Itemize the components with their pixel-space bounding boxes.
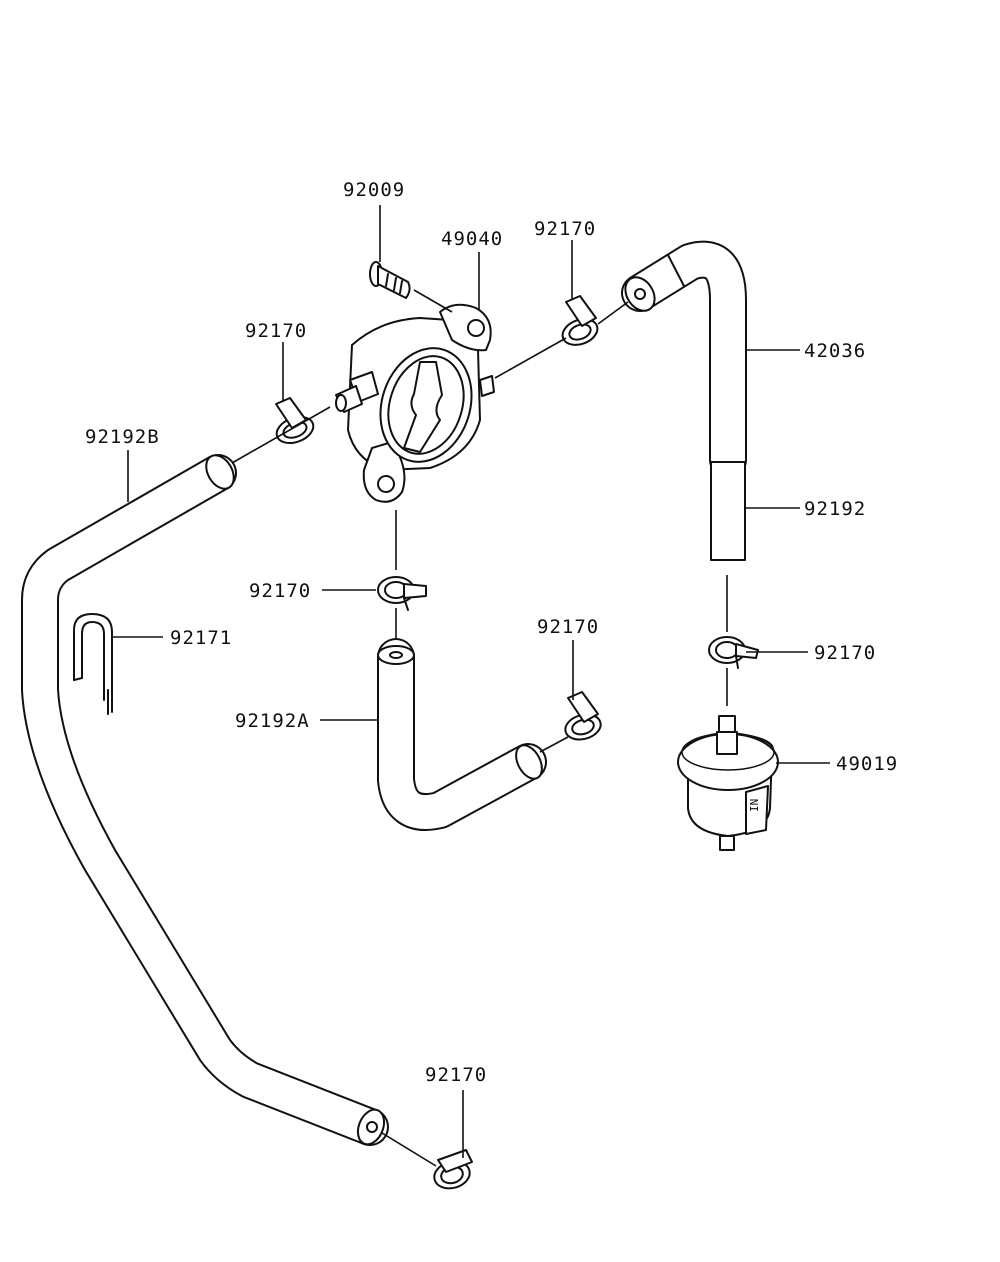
label-92009: 92009 [343, 179, 405, 201]
label-92170-mid: 92170 [537, 616, 599, 638]
label-92170-valve-left: 92170 [245, 320, 307, 342]
label-42036: 42036 [804, 340, 866, 362]
label-leaders [113, 205, 830, 1158]
hose-92192b [21, 454, 389, 1146]
fuel-filter-49019: IN [677, 715, 779, 851]
label-49019: 49019 [836, 753, 898, 775]
screw-92009 [369, 261, 411, 299]
hose-clamp-bottom [433, 1149, 473, 1190]
label-92170-right-mid: 92170 [814, 642, 876, 664]
hose-42036 [621, 240, 747, 479]
label-92192b: 92192B [85, 426, 160, 448]
assembly-lines [231, 289, 728, 1167]
label-92171: 92171 [170, 627, 232, 649]
hose-clamp-mid [564, 691, 602, 741]
label-92170-top-right: 92170 [534, 218, 596, 240]
part-labels: 92009 49040 92170 92170 42036 92192B 921… [85, 179, 898, 1086]
hose-clamp-valve-left [275, 397, 315, 445]
label-92170-valve-bottom: 92170 [249, 580, 311, 602]
hose-clamp-top-right [561, 295, 599, 346]
label-92192a: 92192A [235, 710, 310, 732]
filter-in-marking: IN [748, 799, 761, 812]
hose-92192a [377, 638, 547, 831]
label-49040: 49040 [441, 228, 503, 250]
hose-clamp-right-mid [708, 636, 759, 669]
fuel-valve-49040 [335, 303, 495, 503]
label-92170-bottom: 92170 [425, 1064, 487, 1086]
label-92192: 92192 [804, 498, 866, 520]
clip-92171 [73, 613, 113, 715]
hose-clamp-valve-bottom [377, 576, 427, 611]
hose-92192 [710, 461, 746, 561]
